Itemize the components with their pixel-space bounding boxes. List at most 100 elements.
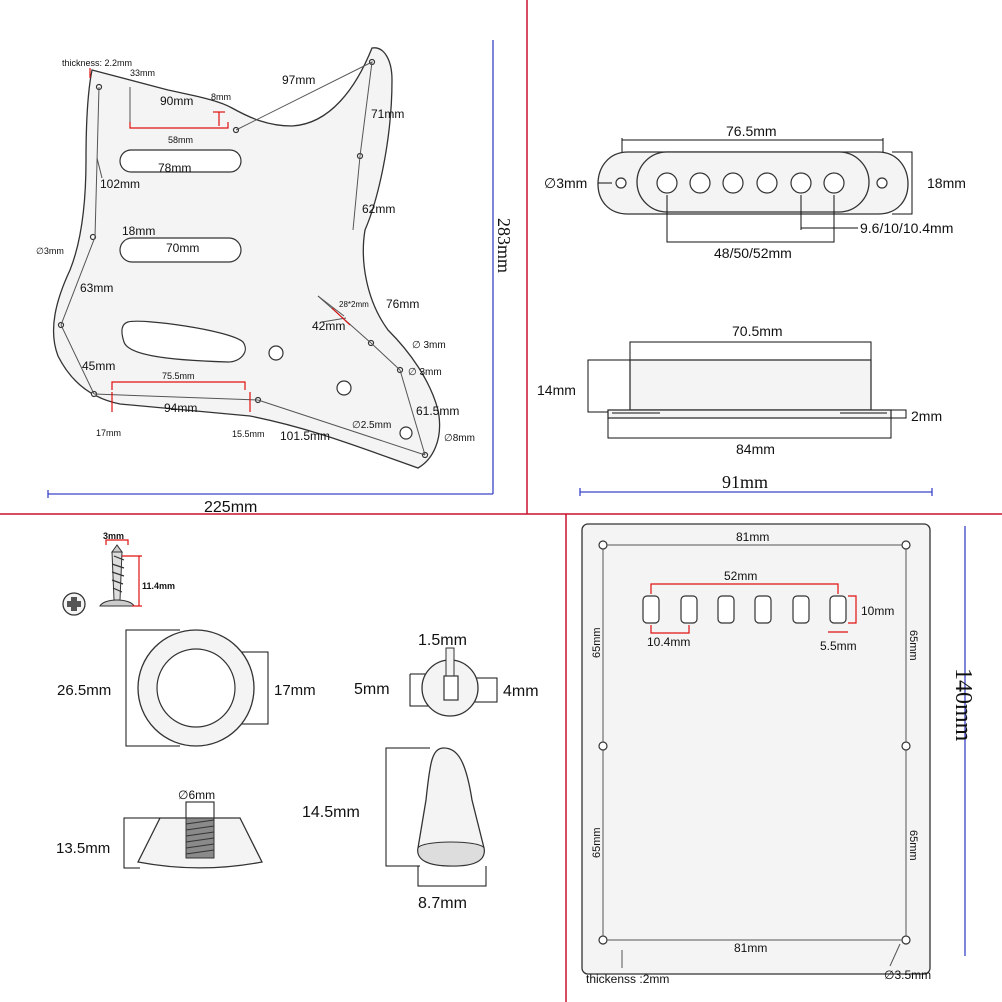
label-hole-3mm-right-2: ∅ 3mm [408,367,442,378]
pickup-slot-middle [119,237,242,263]
dim-slot-height [848,595,857,624]
label-9-6-10-10-4mm: 9.6/10/10.4mm [860,220,953,236]
label-65mm-left-lower: 65mm [591,827,603,858]
label-28x2mm: 28*2mm [339,300,369,309]
dim-slot-span [650,583,839,594]
label-52mm: 52mm [724,569,757,583]
label-65mm-right-upper: 65mm [907,630,919,661]
dim-2mm [891,409,907,419]
screw-head-top-icon [62,592,86,616]
label-hole-8mm: ∅8mm [444,433,475,444]
dim-screw-head [105,539,129,545]
label-70mm: 70mm [166,241,199,255]
dim-4mm [470,677,498,703]
label-backplate-thickness: thickenss :2mm [586,972,669,986]
label-hole-2-5mm: ∅2.5mm [352,420,391,431]
backplate-screw-holes [598,540,911,945]
backplate-drawing: 81mm 52mm 10mm 10.4mm 5.5mm 65mm 65mm 65… [581,523,976,986]
dim-58mm [129,122,229,129]
dim-5mm [409,674,432,707]
label-1-5mm: 1.5mm [418,632,467,649]
label-14mm: 14mm [537,382,576,398]
screw-side-icon [99,544,135,607]
label-hole-3mm-right-1: ∅ 3mm [412,340,446,351]
label-70-5mm: 70.5mm [732,323,783,339]
backplate-slots [642,595,847,624]
pickup-side-drawing: 70.5mm 14mm 2mm 84mm 91mm [537,323,942,496]
label-5mm: 5mm [354,681,390,698]
pickup-slot-bridge [121,320,246,363]
dim-26-5mm [125,629,180,747]
pickup-mount-hole-left [615,177,627,189]
label-45mm: 45mm [82,359,115,373]
dim-knob-hole [185,801,215,818]
label-width-225mm: 225mm [204,499,257,516]
label-58mm: 58mm [168,135,193,145]
dim-8-7mm [417,866,487,887]
pickup-mount-hole-right [876,177,888,189]
label-knob-hole-6mm: ∅6mm [178,788,215,802]
jack-hole [399,426,413,440]
label-65mm-right-lower: 65mm [907,830,919,861]
label-94mm: 94mm [164,401,197,415]
label-15-5mm: 15.5mm [232,429,265,439]
label-18mm: 18mm [122,224,155,238]
label-backplate-hole-3-5mm: ∅3.5mm [884,968,931,982]
label-33mm: 33mm [130,68,155,78]
pickup-slot-neck [119,149,242,173]
label-5-5mm: 5.5mm [820,639,857,653]
label-65mm-left-upper: 65mm [591,627,603,658]
dim-18mm [892,151,913,215]
screw-drawing: 3mm 11.4mm [62,531,175,616]
knob-drawing: 26.5mm 17mm ∅6mm 13.5mm [56,629,316,869]
label-backplate-81mm-bottom: 81mm [734,941,767,955]
control-hole-2 [336,380,352,396]
pickup-cover-drawing: 76.5mm ∅3mm 18mm 9.6/10/10.4mm 48/50/52m… [544,123,966,261]
label-140mm: 140mm [950,668,976,742]
dim-slot-gap [650,625,690,634]
knob-top-inner [156,648,236,728]
switch-tip-stem [445,647,455,679]
label-62mm: 62mm [362,202,395,216]
pickguard-drawing: thickness: 2.2mm 33mm 90mm 8mm 97mm 71mm… [36,40,514,516]
pickup-side-body [629,359,872,411]
label-pickup-hole-3mm: ∅3mm [544,175,587,191]
knob-thread [185,817,215,859]
dim-14mm [587,359,630,413]
label-backplate-81mm-top: 81mm [736,530,769,544]
dim-75-5mm [111,381,246,390]
label-63mm: 63mm [80,281,113,295]
dim-13-5mm [123,817,160,869]
label-17mm: 17mm [96,428,121,438]
control-hole-1 [268,345,284,361]
label-48-50-52mm: 48/50/52mm [714,245,792,261]
switch-tip-slot [443,675,459,701]
label-76mm: 76mm [386,297,419,311]
label-61-5mm: 61.5mm [416,404,459,418]
dim-70-5mm [629,341,872,360]
label-4mm: 4mm [503,683,539,700]
pickup-side-base [607,409,892,419]
label-71mm: 71mm [371,107,404,121]
label-hole-3mm-left: ∅3mm [36,246,64,256]
label-90mm: 90mm [160,94,193,108]
label-8-7mm: 8.7mm [418,895,467,912]
pickguard-guide-left [60,86,100,395]
label-102mm: 102mm [100,177,140,191]
dim-14-5mm [385,747,430,867]
label-84mm: 84mm [736,441,775,457]
dim-84mm [607,418,892,439]
label-10mm: 10mm [861,604,894,618]
label-18mm: 18mm [927,175,966,191]
label-screw-3mm: 3mm [103,531,124,541]
label-42mm: 42mm [312,319,345,333]
backplate-outline [581,523,931,975]
label-10-4mm: 10.4mm [647,635,690,649]
label-78mm: 78mm [158,161,191,175]
pickup-pole-holes [656,172,845,194]
pickguard-guide-top [235,61,373,231]
label-101-5mm: 101.5mm [280,429,330,443]
label-75-5mm: 75.5mm [162,371,195,381]
pickup-cover-body [636,151,870,213]
